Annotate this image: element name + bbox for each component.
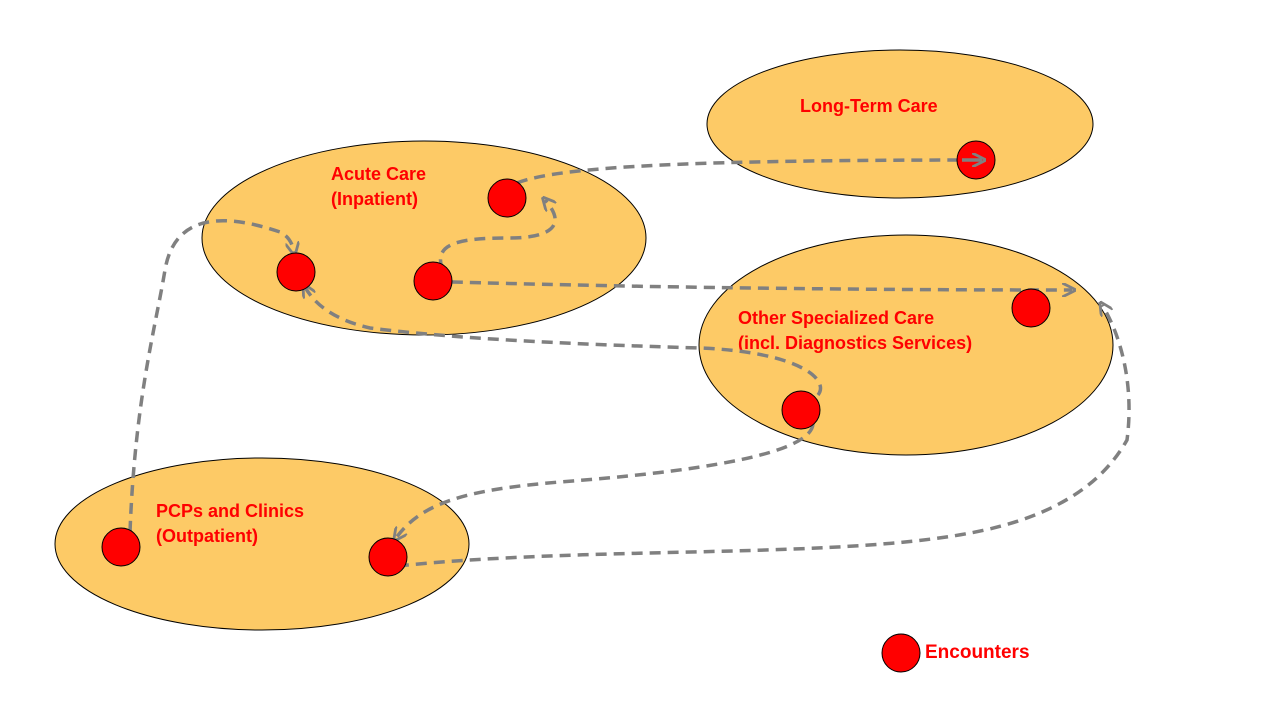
path-specialized-to-acute xyxy=(305,287,823,397)
path-acute-to-specialized xyxy=(451,280,1072,290)
label-acute-care: Acute Care xyxy=(331,164,426,184)
encounters xyxy=(101,140,1051,577)
cluster-long-term-care xyxy=(706,49,1094,199)
path-pcp-to-acute xyxy=(128,218,294,533)
label-acute-care-sub: (Inpatient) xyxy=(331,189,418,209)
encounter-pcp-2 xyxy=(368,537,408,577)
encounter-specialized-1 xyxy=(1011,288,1051,328)
label-other-specialized-care: Other Specialized Care xyxy=(738,308,934,328)
legend-label: Encounters xyxy=(925,642,1030,663)
label-other-specialized-care-sub: (incl. Diagnostics Services) xyxy=(738,333,972,353)
label-long-term-care: Long-Term Care xyxy=(800,96,938,116)
path-specialized-to-pcp xyxy=(396,423,815,538)
encounter-pcp-1 xyxy=(101,527,141,567)
cluster-pcps-and-clinics xyxy=(54,457,470,631)
cluster-labels: Long-Term Care Acute Care (Inpatient) Ot… xyxy=(156,96,972,546)
legend-encounter-icon xyxy=(881,633,921,673)
pathway-arrows xyxy=(128,160,1131,568)
label-pcps-and-clinics-sub: (Outpatient) xyxy=(156,526,258,546)
path-acute-to-long-term xyxy=(516,160,980,185)
legend: Encounters xyxy=(881,633,1030,673)
encounter-acute-1 xyxy=(487,178,527,218)
encounter-specialized-2 xyxy=(781,390,821,430)
path-pcp-to-specialized xyxy=(397,305,1131,568)
encounter-acute-2 xyxy=(276,252,316,292)
path-acute-loop xyxy=(438,200,557,271)
encounter-acute-3 xyxy=(413,261,453,301)
label-pcps-and-clinics: PCPs and Clinics xyxy=(156,501,304,521)
